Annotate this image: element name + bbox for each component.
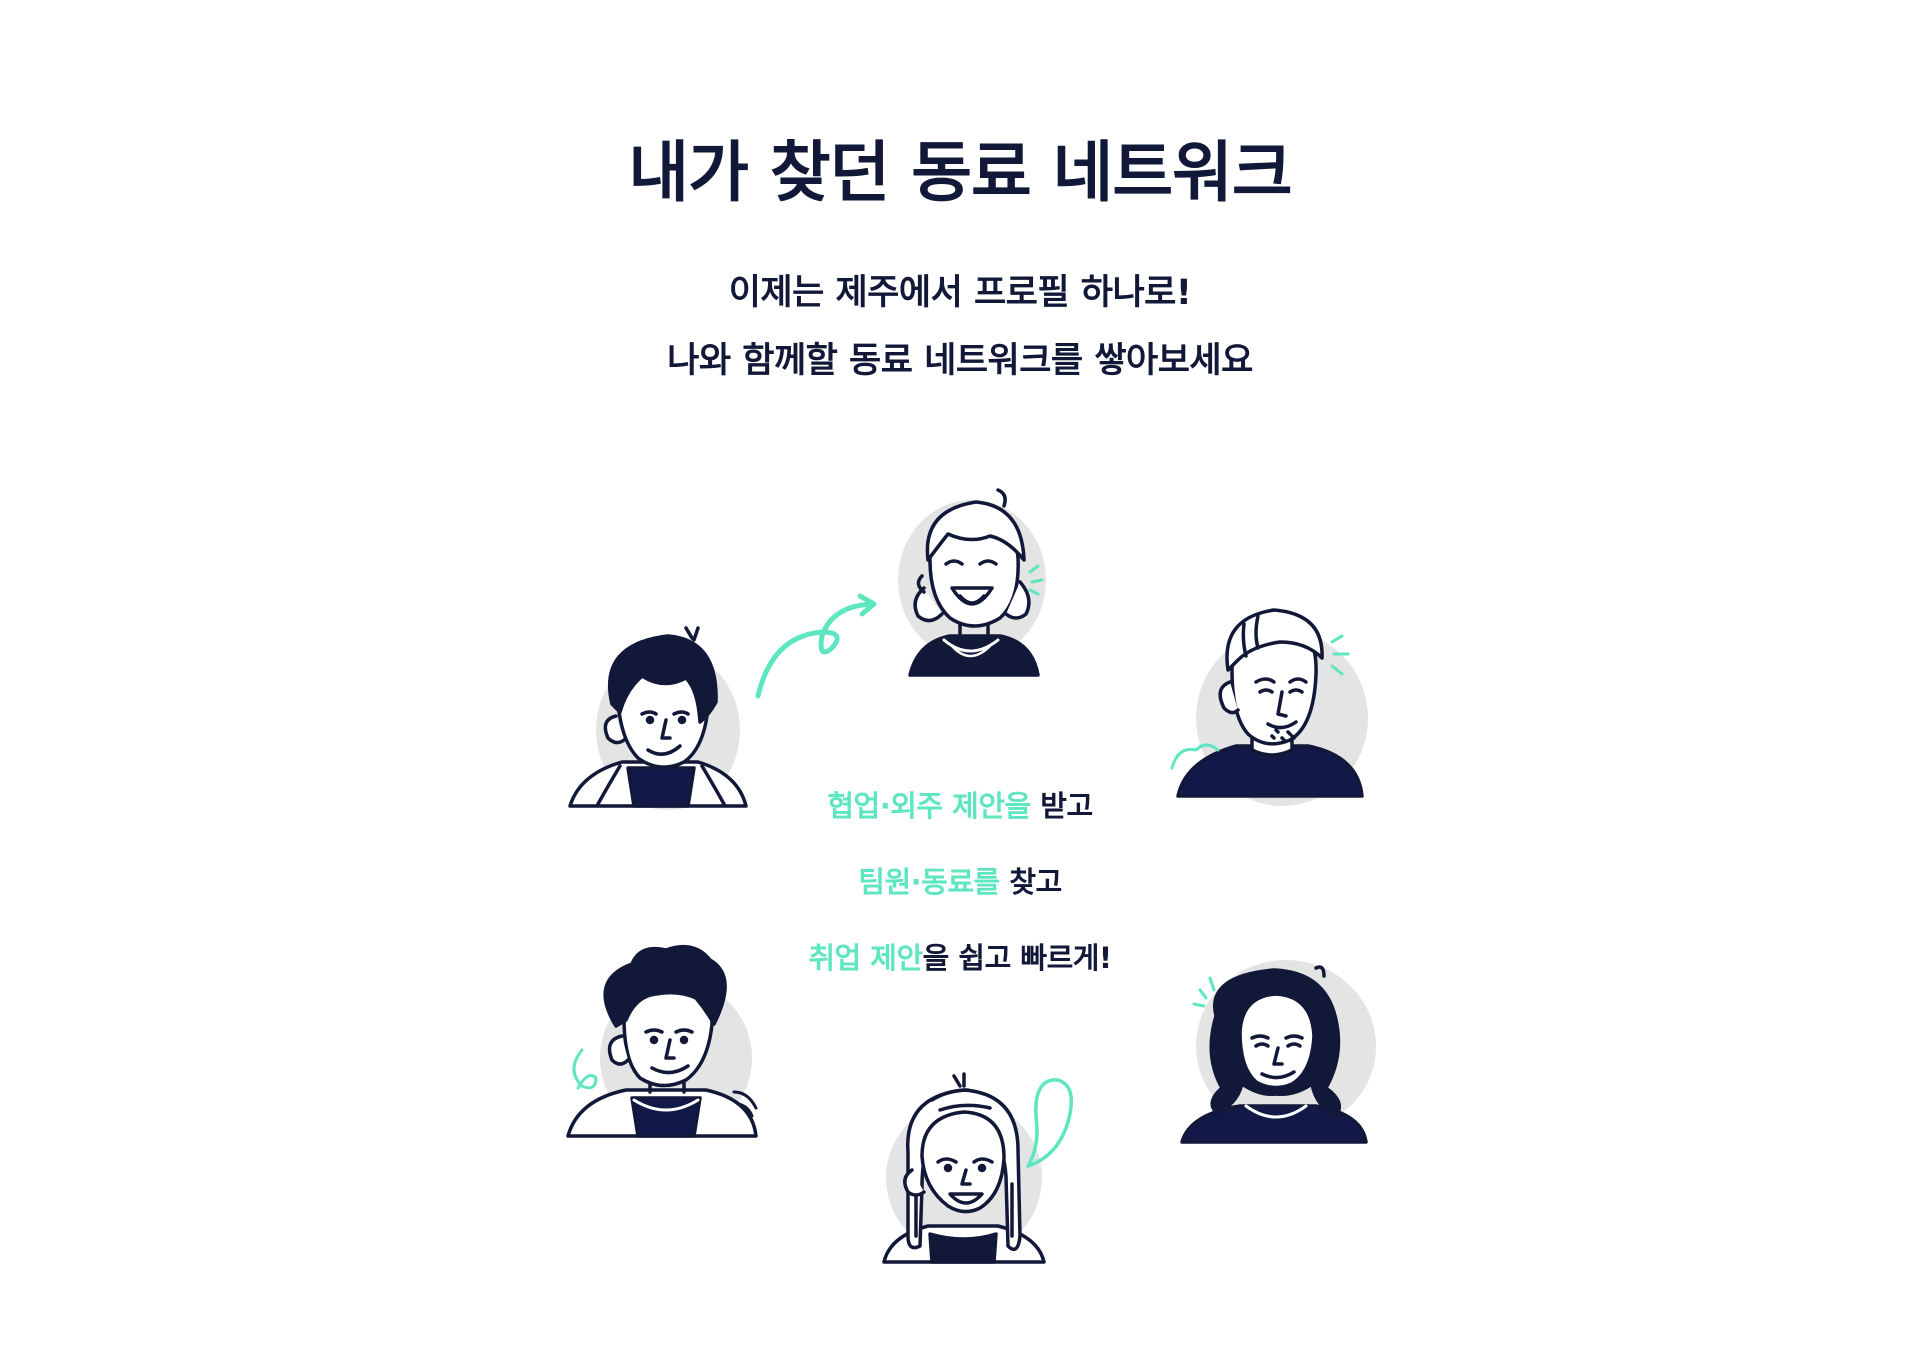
benefit-3-rest: 을 쉽고 빠르게! xyxy=(922,941,1113,975)
benefit-1-rest: 받고 xyxy=(1030,789,1093,823)
connector-arrow-icon xyxy=(752,593,882,706)
person-bottom-icon xyxy=(868,1066,1108,1266)
page-title: 내가 찾던 동료 네트워크 xyxy=(628,134,1292,211)
benefit-2-rest: 찾고 xyxy=(999,865,1062,899)
person-lower-left-icon xyxy=(566,940,766,1140)
benefit-line-1: 협업·외주 제안을 받고 xyxy=(0,786,1920,826)
benefit-2-highlight: 팀원·동료를 xyxy=(858,865,1000,899)
person-upper-right-icon xyxy=(1170,600,1372,806)
benefit-3-highlight: 취업 제안 xyxy=(808,941,923,975)
subtitle-line-2: 나와 함께할 동료 네트워크를 쌓아보세요 xyxy=(667,341,1253,381)
benefit-line-2: 팀원·동료를 찾고 xyxy=(0,862,1920,902)
person-lower-right-icon xyxy=(1176,956,1376,1146)
benefit-line-3: 취업 제안을 쉽고 빠르게! xyxy=(0,938,1920,978)
benefit-1-highlight: 협업·외주 제안을 xyxy=(827,789,1031,823)
person-top-icon xyxy=(880,480,1080,680)
subtitle-line-1: 이제는 제주에서 프로필 하나로! xyxy=(728,273,1192,313)
person-upper-left-icon xyxy=(568,620,758,810)
